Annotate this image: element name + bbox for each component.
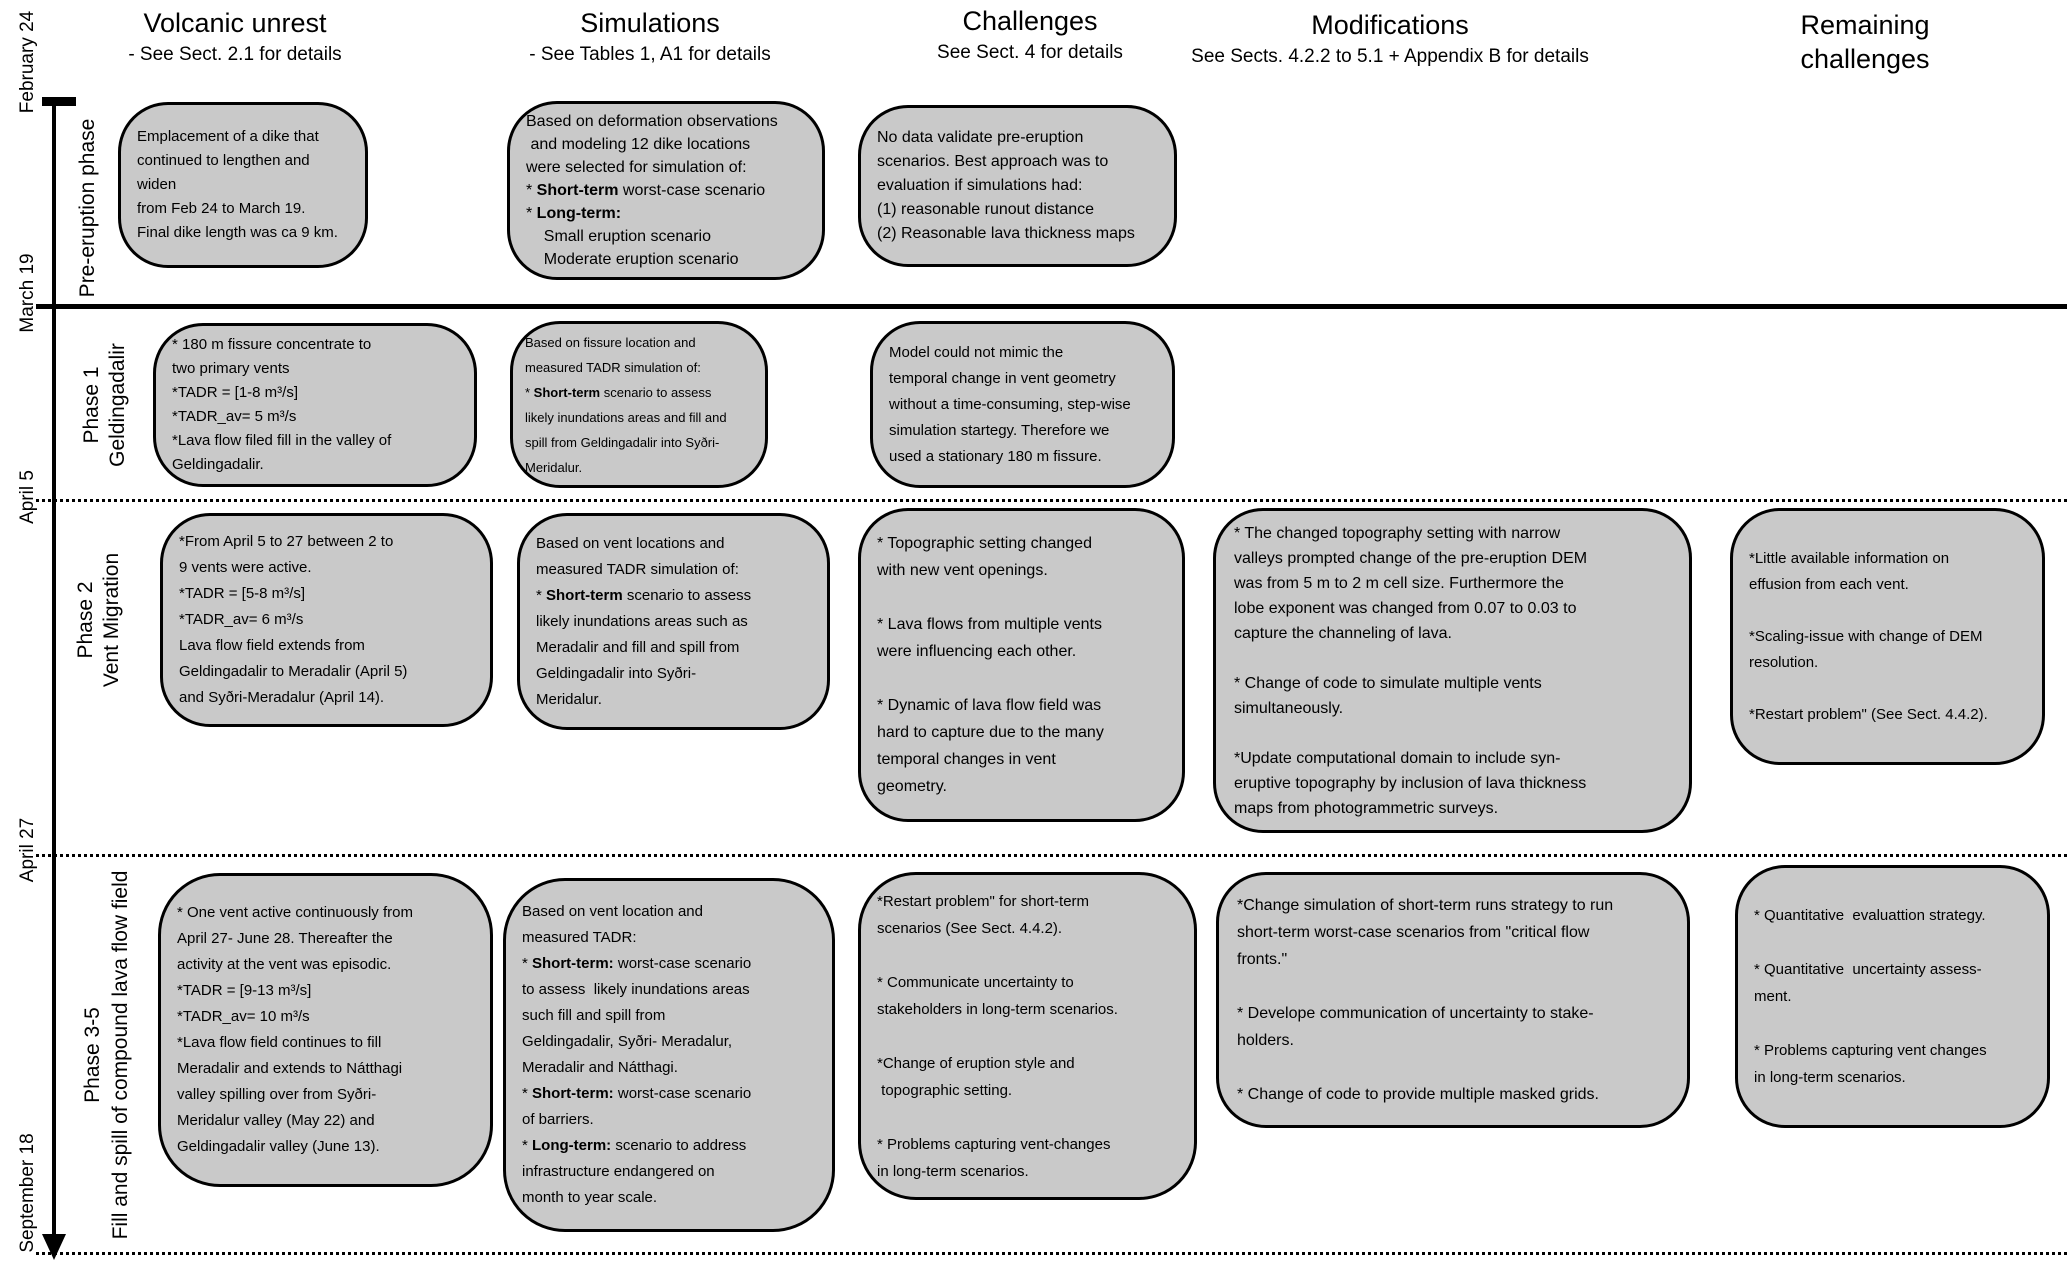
box-text: * Quantitative evaluattion strategy. * Q… <box>1754 907 1987 1086</box>
column-subtitle: See Sects. 4.2.2 to 5.1 + Appendix B for… <box>1191 46 1589 67</box>
timeline-axis-line <box>52 98 56 1238</box>
phase-label-phase2: Phase 2 <box>74 581 97 659</box>
column-subtitle: See Sect. 4 for details <box>937 42 1123 63</box>
date-label-september18: September 18 <box>17 1133 38 1253</box>
phase-label-phase2-name: Vent Migration <box>100 552 123 688</box>
date-label-april5: April 5 <box>17 470 38 524</box>
divider-april5 <box>36 499 2067 502</box>
divider-april27 <box>36 854 2067 857</box>
phase-label-pre-eruption: Pre-eruption phase <box>76 118 99 298</box>
timeline-tick-feb24 <box>42 97 76 106</box>
box-phase3-5-remaining-challenges: * Quantitative evaluattion strategy. * Q… <box>1735 865 2050 1128</box>
date-label-february24: February 24 <box>17 10 38 114</box>
box-text: Based on deformation observations and mo… <box>526 113 778 268</box>
divider-september18 <box>36 1252 2067 1255</box>
column-title: Remaining challenges <box>1800 10 1930 74</box>
box-text: *Change simulation of short-term runs st… <box>1237 897 1614 1103</box>
column-header-modifications: Modifications See Sects. 4.2.2 to 5.1 + … <box>1191 10 1589 69</box>
column-header-simulations: Simulations - See Tables 1, A1 for detai… <box>529 8 771 67</box>
column-header-volcanic-unrest: Volcanic unrest - See Sect. 2.1 for deta… <box>128 8 341 67</box>
column-title: Volcanic unrest <box>143 8 327 38</box>
phase-label-phase3-5-name: Fill and spill of compound lava flow fie… <box>109 870 132 1240</box>
column-title: Modifications <box>1311 10 1469 40</box>
column-subtitle: - See Sect. 2.1 for details <box>128 44 342 65</box>
phase-label-phase3-5: Phase 3-5 <box>81 1007 104 1103</box>
box-text: * The changed topography setting with na… <box>1234 524 1588 817</box>
column-header-remaining-challenges: Remaining challenges <box>1778 8 1953 76</box>
column-header-challenges: Challenges See Sect. 4 for details <box>937 6 1123 65</box>
phase-label-phase1-name: Geldingadalir <box>106 343 129 467</box>
column-title: Simulations <box>580 8 720 38</box>
phase-label-phase1: Phase 1 <box>80 366 103 444</box>
column-subtitle: - See Tables 1, A1 for details <box>529 44 771 65</box>
box-phase2-modifications: * The changed topography setting with na… <box>1213 508 1692 833</box>
down-arrow-icon <box>42 1234 66 1260</box>
box-phase3-5-modifications: *Change simulation of short-term runs st… <box>1216 872 1690 1128</box>
column-title: Challenges <box>962 6 1098 36</box>
date-label-march19: March 19 <box>17 253 38 333</box>
divider-march19 <box>36 304 2067 309</box>
box-preeruption-simulations: Based on deformation observations and mo… <box>507 101 825 280</box>
date-label-april27: April 27 <box>17 817 38 883</box>
